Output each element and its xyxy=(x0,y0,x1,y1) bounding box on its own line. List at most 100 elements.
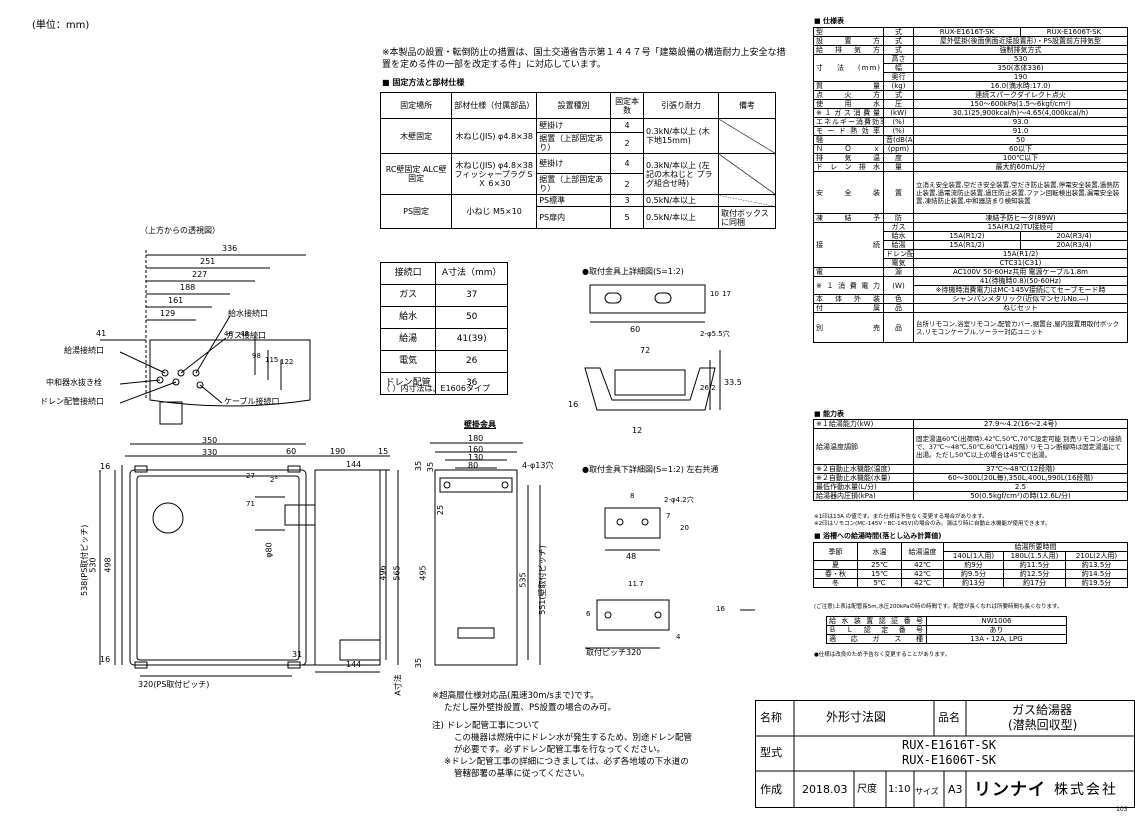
fixing-parts: 木ねじ(JIS) φ4.8×38 xyxy=(451,118,538,154)
bath-cell: 5℃ xyxy=(857,578,902,588)
spec-value: AC100V 50-60Hz共用 電源ケーブル1.8m xyxy=(913,267,1128,277)
dim-top-161: 161 xyxy=(168,296,184,305)
dim-bracket-551: 551(壁取付ピッチ) xyxy=(537,545,547,615)
spec-value: 16.0(満水時:17.0) xyxy=(913,81,1128,91)
spec-value: 15A(R1/2) xyxy=(913,231,1021,241)
spec-value: 60以下 xyxy=(913,144,1128,154)
cert-value: あり xyxy=(926,625,1067,635)
bath-cell: 約9分 xyxy=(943,560,1004,570)
spec-value: RUX-E1616T-SK xyxy=(913,27,1021,37)
fixing-strength: 0.3kN/本以上 (木下地15mm) xyxy=(643,118,719,154)
cert-value: NW1006 xyxy=(926,616,1067,626)
spec-value: 15A(R1/2)TU接続可 xyxy=(913,222,1128,232)
spec-sub: (ppm) xyxy=(883,144,914,154)
page-number: 103 xyxy=(1116,806,1128,813)
fixing-header: 部材仕様（付属部品） xyxy=(451,92,538,119)
dim-top-115: 115 xyxy=(265,356,279,364)
capability-footnote: ※1印は13A の値です。また仕様は予告なく変更する場合があります。 xyxy=(814,514,988,520)
spec-label: 点火方 xyxy=(813,90,884,100)
dim-top-46: 46 xyxy=(224,330,233,338)
cap-label: 最低作動水量(L/分) xyxy=(813,482,914,492)
spec-value: 100℃以下 xyxy=(913,153,1128,163)
dim-top-188: 188 xyxy=(180,283,196,292)
bath-cell: 約13.5分 xyxy=(1064,560,1129,570)
spec-value: 41(待機時0.8)(50-60Hz) xyxy=(913,276,1128,286)
dim-side-495: 495 xyxy=(418,565,428,581)
cap-value: 37℃〜48℃(12段階) xyxy=(913,464,1128,474)
spec-sub: 幅 xyxy=(883,63,914,73)
dim-front-530: 530 xyxy=(88,557,98,573)
spec-sub: 置 xyxy=(883,171,914,214)
cap-label: ※１給湯能力(kW) xyxy=(813,419,914,429)
label-drain-pipe: ドレン配管接続口 xyxy=(40,397,104,406)
dim-top-129: 129 xyxy=(160,309,176,318)
spec-sub: 奥行 xyxy=(883,72,914,82)
cap-value: 27.9〜4.2(16〜2.4号) xyxy=(913,419,1128,429)
spec-value: 立消え安全装置,空だき安全装置,空だき防止装置,停電安全装置,過熱防止装置,過電… xyxy=(913,171,1128,214)
fixing-place: PS固定 xyxy=(379,194,453,229)
fixing-header: 固定本数 xyxy=(610,92,644,119)
spec-value: 30.1(25,900kcal/h)〜4.65(4,000kcal/h) xyxy=(913,108,1128,118)
dim-dl-11-7: 11.7 xyxy=(628,580,644,588)
cap-label: ※２自動止水機能(水量) xyxy=(813,473,914,483)
dim-side-35: 35 xyxy=(414,460,424,472)
spec-value: 凍結予防ヒータ(89W) xyxy=(913,213,1128,223)
dim-bracket-180: 180 xyxy=(468,434,484,443)
tb-name: 外形寸法図 xyxy=(826,710,887,724)
a-table-port: ドレン配管 xyxy=(379,372,437,395)
dim-front-498: 498 xyxy=(103,557,113,573)
tb-name-label: 名称 xyxy=(760,711,782,724)
capability-title: ■ 能力表 xyxy=(814,410,845,418)
dim-dl-6: 6 xyxy=(586,610,591,618)
dim-dl-16: 16 xyxy=(716,605,725,613)
spec-sub: 式 xyxy=(883,36,914,46)
bath-header: 給湯所要時間 xyxy=(942,542,1129,552)
top-view-flue xyxy=(159,401,183,425)
tb-model-1: RUX-E1616T-SK xyxy=(902,738,996,752)
dim-side-496: 496 xyxy=(378,565,388,581)
cap-value: 2.5 xyxy=(913,482,1128,492)
bath-cell: 冬 xyxy=(813,578,858,588)
detail-lower-title: ●取付金具下詳細図(S=1:2) 左右共通 xyxy=(582,465,719,474)
note-line: この機器は燃焼中にドレン水が発生するため、別途ドレン配管 xyxy=(454,733,693,743)
bath-cell: 約11.5分 xyxy=(1003,560,1066,570)
dim-du-26-2: 26.2 xyxy=(700,384,716,392)
spec-sub: (W) xyxy=(883,276,914,295)
spec-value: 50 xyxy=(913,135,1128,145)
spec-label: 質量 xyxy=(813,81,884,91)
cap-label: 給湯温度調節 xyxy=(813,428,914,465)
spec-value: 強制排気方式 xyxy=(913,45,1128,55)
dim-side-60: 60 xyxy=(286,447,297,456)
bath-cell: 約9.5分 xyxy=(943,569,1004,579)
side-view-body xyxy=(314,469,381,666)
spec-sub: 給水 xyxy=(883,231,914,241)
a-table-value: 41(39) xyxy=(435,328,508,351)
label-gas-inlet: ガス接続口 xyxy=(226,331,266,340)
dim-side-565: 565 xyxy=(392,565,402,581)
spec-title: ■ 仕様表 xyxy=(814,17,845,25)
spec-value: 15A(R1/2) xyxy=(913,249,1128,259)
dim-front-16: 16 xyxy=(100,462,111,471)
dim-front-2deg: 2° xyxy=(270,476,278,484)
spec-sub: 給湯 xyxy=(883,240,914,250)
tb-date: 2018.03 xyxy=(802,783,848,796)
dim-dl-8: 8 xyxy=(630,492,635,500)
spec-label: モード熱効率 xyxy=(813,126,884,136)
label-water-inlet: 給水接続口 xyxy=(228,309,268,318)
bracket-view-title: 壁掛金具 xyxy=(464,420,496,429)
front-view-exhaust xyxy=(152,502,184,534)
spec-label: ※１消費電力 xyxy=(813,276,884,295)
bracket-view-outline xyxy=(434,469,518,666)
bath-cell: 夏 xyxy=(813,560,858,570)
bath-subheader: 210L(2人用) xyxy=(1064,551,1129,561)
spec-value: ねじセット xyxy=(913,303,1128,313)
fixing-parts: 木ねじ(JIS) φ4.8×38 フィッシャープラグＳＸ 6×30 xyxy=(451,153,538,195)
capability-footnote: ※2印はリモコン(MC-145V・BC-145V)の場合のみ。湯はり時に自動止水… xyxy=(814,521,1051,527)
note-line: 管轄部署の基準に従ってください。 xyxy=(454,769,590,779)
dim-side-phi80: φ80 xyxy=(264,542,274,558)
building-standard-notice: ※本製品の設置・転倒防止の措置は、国土交通省告示第１４４７号「建築設備の構造耐力… xyxy=(382,48,786,70)
dim-side-190: 190 xyxy=(330,447,346,456)
spec-sub: 品 xyxy=(883,303,914,313)
tb-made-label: 作成 xyxy=(760,783,782,796)
